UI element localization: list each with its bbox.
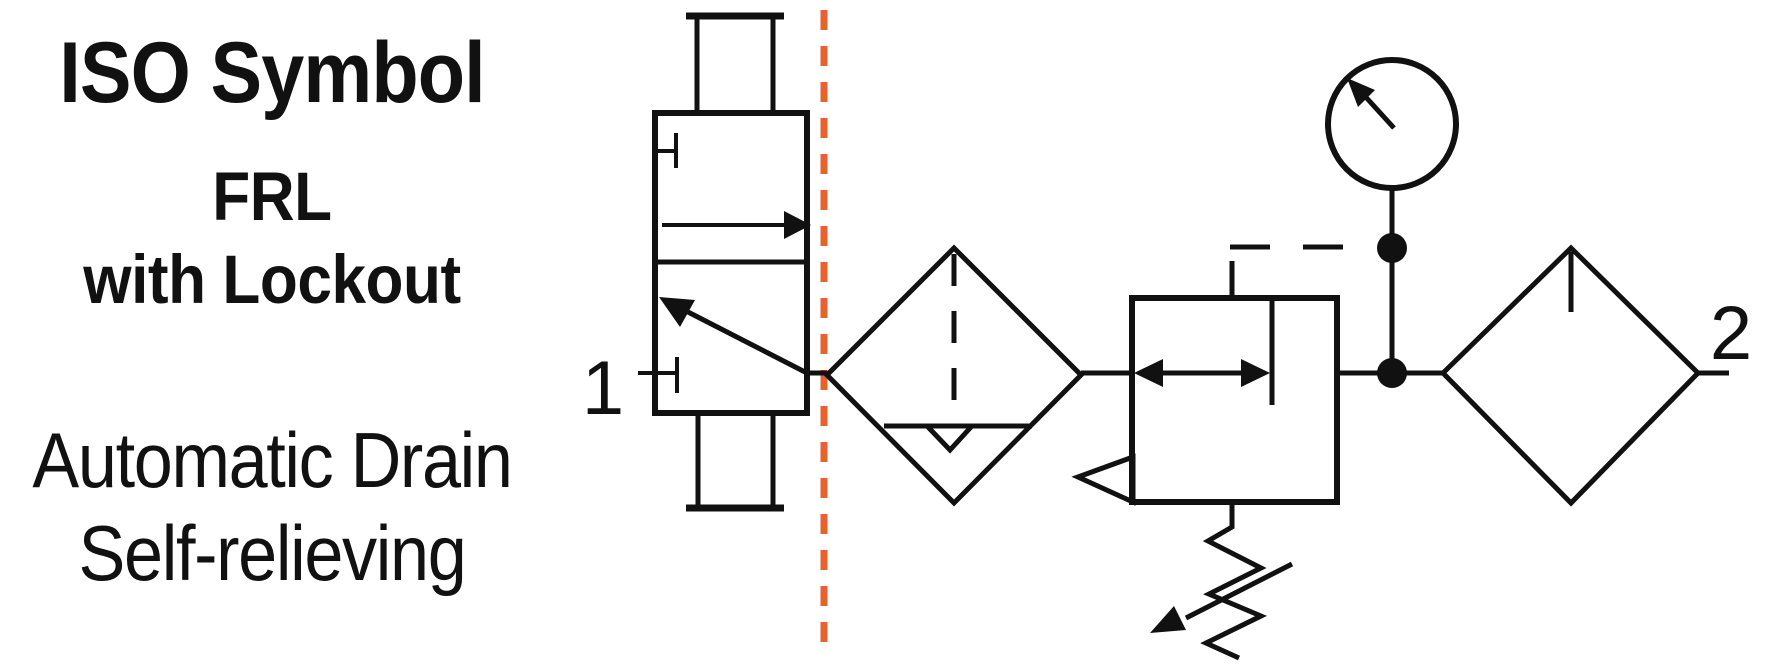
adjustment-arrow-head — [1150, 606, 1186, 633]
regulator-arrow-head-right — [1241, 359, 1270, 387]
page-title: ISO Symbol — [59, 25, 485, 121]
exhaust-arrow-shaft — [686, 309, 807, 375]
gauge-needle — [1347, 78, 1396, 130]
lubricator-symbol — [1439, 244, 1702, 507]
note-line-2: Self-relieving — [78, 509, 467, 597]
lubricator-diamond — [1439, 244, 1702, 507]
pressure-gauge-icon — [1325, 57, 1459, 388]
filter-symbol — [823, 244, 1085, 507]
adjustment-arrow-shaft — [1184, 561, 1294, 621]
self-relief-triangle-icon — [1071, 453, 1136, 506]
gauge-needle-head — [1347, 78, 1375, 107]
adjustment-arrow-icon — [1150, 561, 1294, 633]
gauge-needle-shaft — [1361, 92, 1396, 130]
subtitle-line-2: with Lockout — [83, 241, 461, 318]
subtitle-line-1: FRL — [212, 158, 332, 235]
exhaust-path-arrow-icon — [659, 297, 807, 375]
blocked-port-top-icon — [655, 133, 678, 168]
regulator-arrow-head-left — [1134, 359, 1163, 387]
headline-column: ISO Symbol FRL with Lockout Automatic Dr… — [29, 0, 515, 670]
junction-dot-lower — [1377, 358, 1407, 388]
flow-path-arrow-head — [784, 211, 811, 239]
regulator-double-arrow-icon — [1134, 359, 1270, 387]
exhaust-arrow-head — [659, 297, 695, 327]
port-2-label: 2 — [1710, 291, 1752, 376]
regulator-body — [1129, 295, 1340, 505]
regulator-symbol — [1071, 244, 1370, 661]
port-1-label: 1 — [582, 346, 624, 431]
junction-dot-upper — [1377, 233, 1407, 263]
filter-diamond — [823, 244, 1085, 507]
regulator-spring-icon — [1200, 502, 1268, 661]
note-line-1: Automatic Drain — [32, 416, 512, 504]
lockout-valve-symbol — [638, 12, 811, 512]
blocked-port-inlet-icon — [638, 357, 679, 393]
auto-drain-valve-icon — [926, 425, 973, 454]
flow-path-arrow-icon — [662, 211, 811, 239]
frl-diagram: 1 — [582, 12, 1752, 661]
